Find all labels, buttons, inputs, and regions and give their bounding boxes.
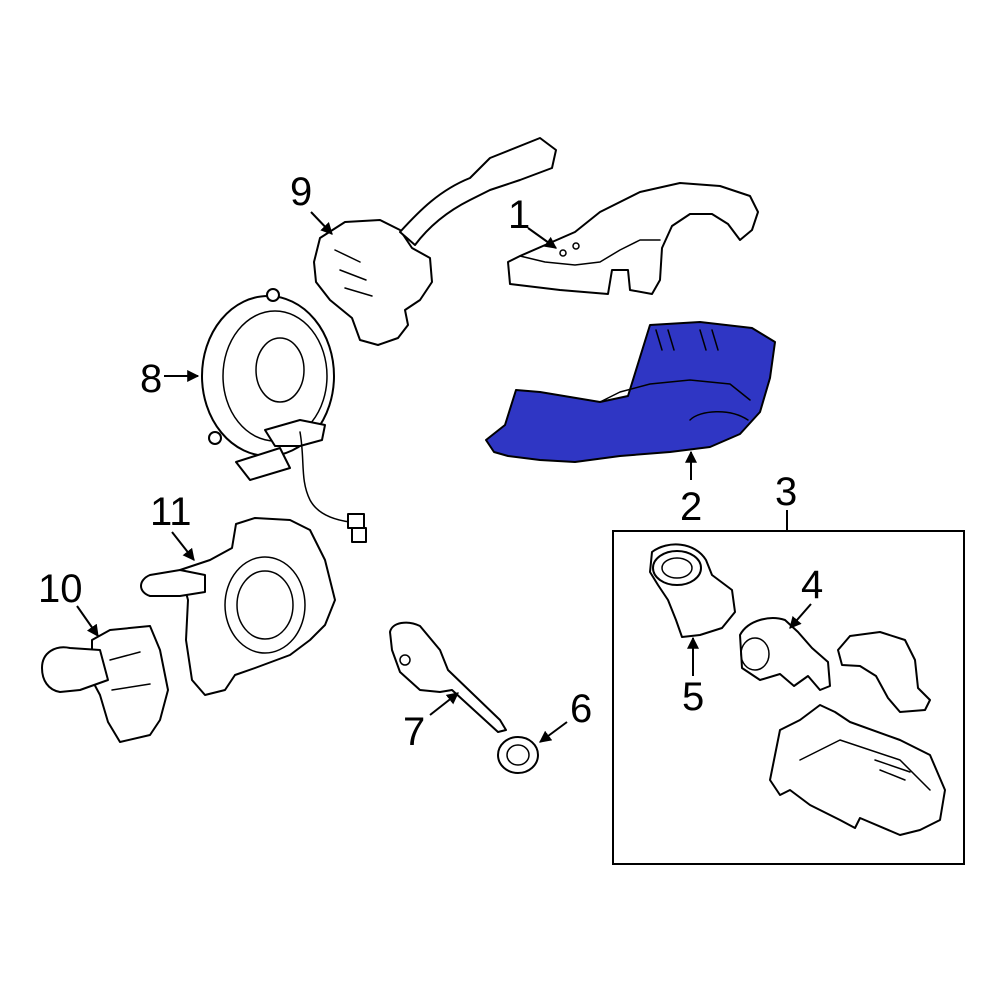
- switch-cover-piece[interactable]: [837, 631, 931, 713]
- callout-7: 7: [403, 710, 425, 754]
- callout-2: 2: [680, 485, 702, 529]
- lock-housing[interactable]: [649, 543, 736, 638]
- callout-11: 11: [150, 490, 192, 534]
- wiper-switch[interactable]: [313, 137, 557, 346]
- lock-cylinder[interactable]: [739, 617, 831, 691]
- leader-1: [527, 227, 557, 249]
- leader-4: [789, 603, 812, 629]
- leader-11: [171, 531, 195, 561]
- transponder-ring[interactable]: [497, 736, 539, 774]
- callout-8: 8: [140, 357, 162, 401]
- lower-column-cover[interactable]: [485, 321, 776, 463]
- switch-base[interactable]: [140, 517, 336, 696]
- leader-10: [76, 605, 99, 637]
- headlamp-switch[interactable]: [41, 625, 169, 743]
- upper-column-cover[interactable]: [507, 182, 759, 295]
- clock-spring[interactable]: [201, 288, 367, 543]
- callout-4: 4: [801, 563, 823, 607]
- callout-6: 6: [570, 687, 592, 731]
- callout-3: 3: [775, 470, 797, 514]
- leader-6: [539, 721, 568, 743]
- leader-9: [310, 211, 333, 235]
- leader-7: [429, 692, 459, 716]
- ignition-key[interactable]: [389, 621, 507, 733]
- callout-5: 5: [682, 675, 704, 719]
- callout-1: 1: [508, 193, 530, 237]
- assembly-group-box: [612, 530, 965, 865]
- callout-10: 10: [38, 567, 83, 611]
- callout-9: 9: [290, 170, 312, 214]
- callout-labels: 1 2 3 4 5 6 7 8 9 10 11: [38, 170, 823, 754]
- lower-cover-highlight[interactable]: [485, 321, 776, 463]
- ignition-switch[interactable]: [769, 704, 946, 836]
- leader-lines: [76, 211, 812, 743]
